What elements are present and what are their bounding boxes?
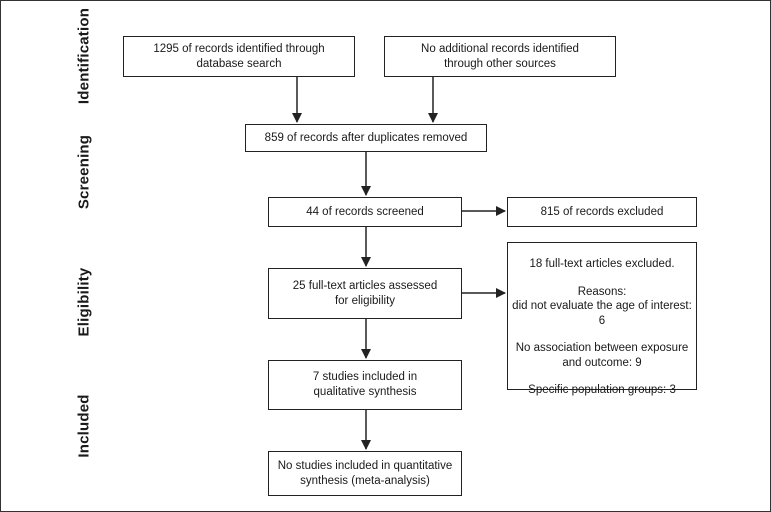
phase-label-identification: Identification (75, 7, 93, 105)
phase-label-eligibility: Eligibility (75, 267, 93, 337)
box-quantitative-line1: No studies included in quantitative (277, 459, 453, 472)
box-other-sources-line2: through other sources (444, 57, 556, 70)
box-quantitative-synthesis: No studies included in quantitative synt… (268, 451, 462, 496)
box-quantitative-line2: synthesis (meta-analysis) (300, 474, 430, 487)
box-after-duplicates: 859 of records after duplicates removed (245, 124, 487, 152)
box-database-search: 1295 of records identified through datab… (123, 36, 355, 77)
box-after-duplicates-text: 859 of records after duplicates removed (264, 131, 468, 144)
excluded-reason-association-group: No association between exposure and outc… (516, 341, 689, 370)
excluded-reason-association-line1: No association between exposure (515, 342, 689, 354)
box-database-search-line1: 1295 of records identified through (153, 42, 325, 55)
box-qualitative-line1: 7 studies included in (312, 371, 418, 383)
phase-label-screening: Screening (75, 134, 93, 210)
box-fulltext-assessed: 25 full-text articles assessed for eligi… (268, 268, 462, 319)
excluded-reason-association-line2: and outcome: 9 (562, 356, 642, 369)
box-fulltext-assessed-line2: for eligibility (334, 294, 396, 307)
excluded-reasons-group: Reasons: did not evaluate the age of int… (508, 285, 696, 329)
box-qualitative-synthesis: 7 studies included in qualitative synthe… (268, 360, 462, 410)
excluded-reasons-heading: Reasons: (577, 285, 627, 298)
box-fulltext-assessed-line1: 25 full-text articles assessed (292, 279, 438, 292)
excluded-reason-population: Specific population groups: 3 (528, 384, 676, 396)
box-records-screened-text: 44 of records screened (306, 205, 424, 218)
box-records-excluded: 815 of records excluded (507, 197, 697, 227)
excluded-reason-age: did not evaluate the age of interest: 6 (512, 300, 692, 327)
box-other-sources-line1: No additional records identified (421, 42, 579, 55)
box-other-sources: No additional records identified through… (384, 36, 616, 77)
phase-label-included: Included (75, 394, 93, 458)
excluded-title: 18 full-text articles excluded. (529, 258, 675, 270)
box-records-excluded-text: 815 of records excluded (540, 205, 664, 218)
box-database-search-line2: database search (196, 57, 282, 70)
box-fulltext-excluded: 18 full-text articles excluded. Reasons:… (507, 242, 697, 396)
box-records-screened: 44 of records screened (268, 197, 462, 227)
box-qualitative-line2: qualitative synthesis (313, 386, 417, 398)
